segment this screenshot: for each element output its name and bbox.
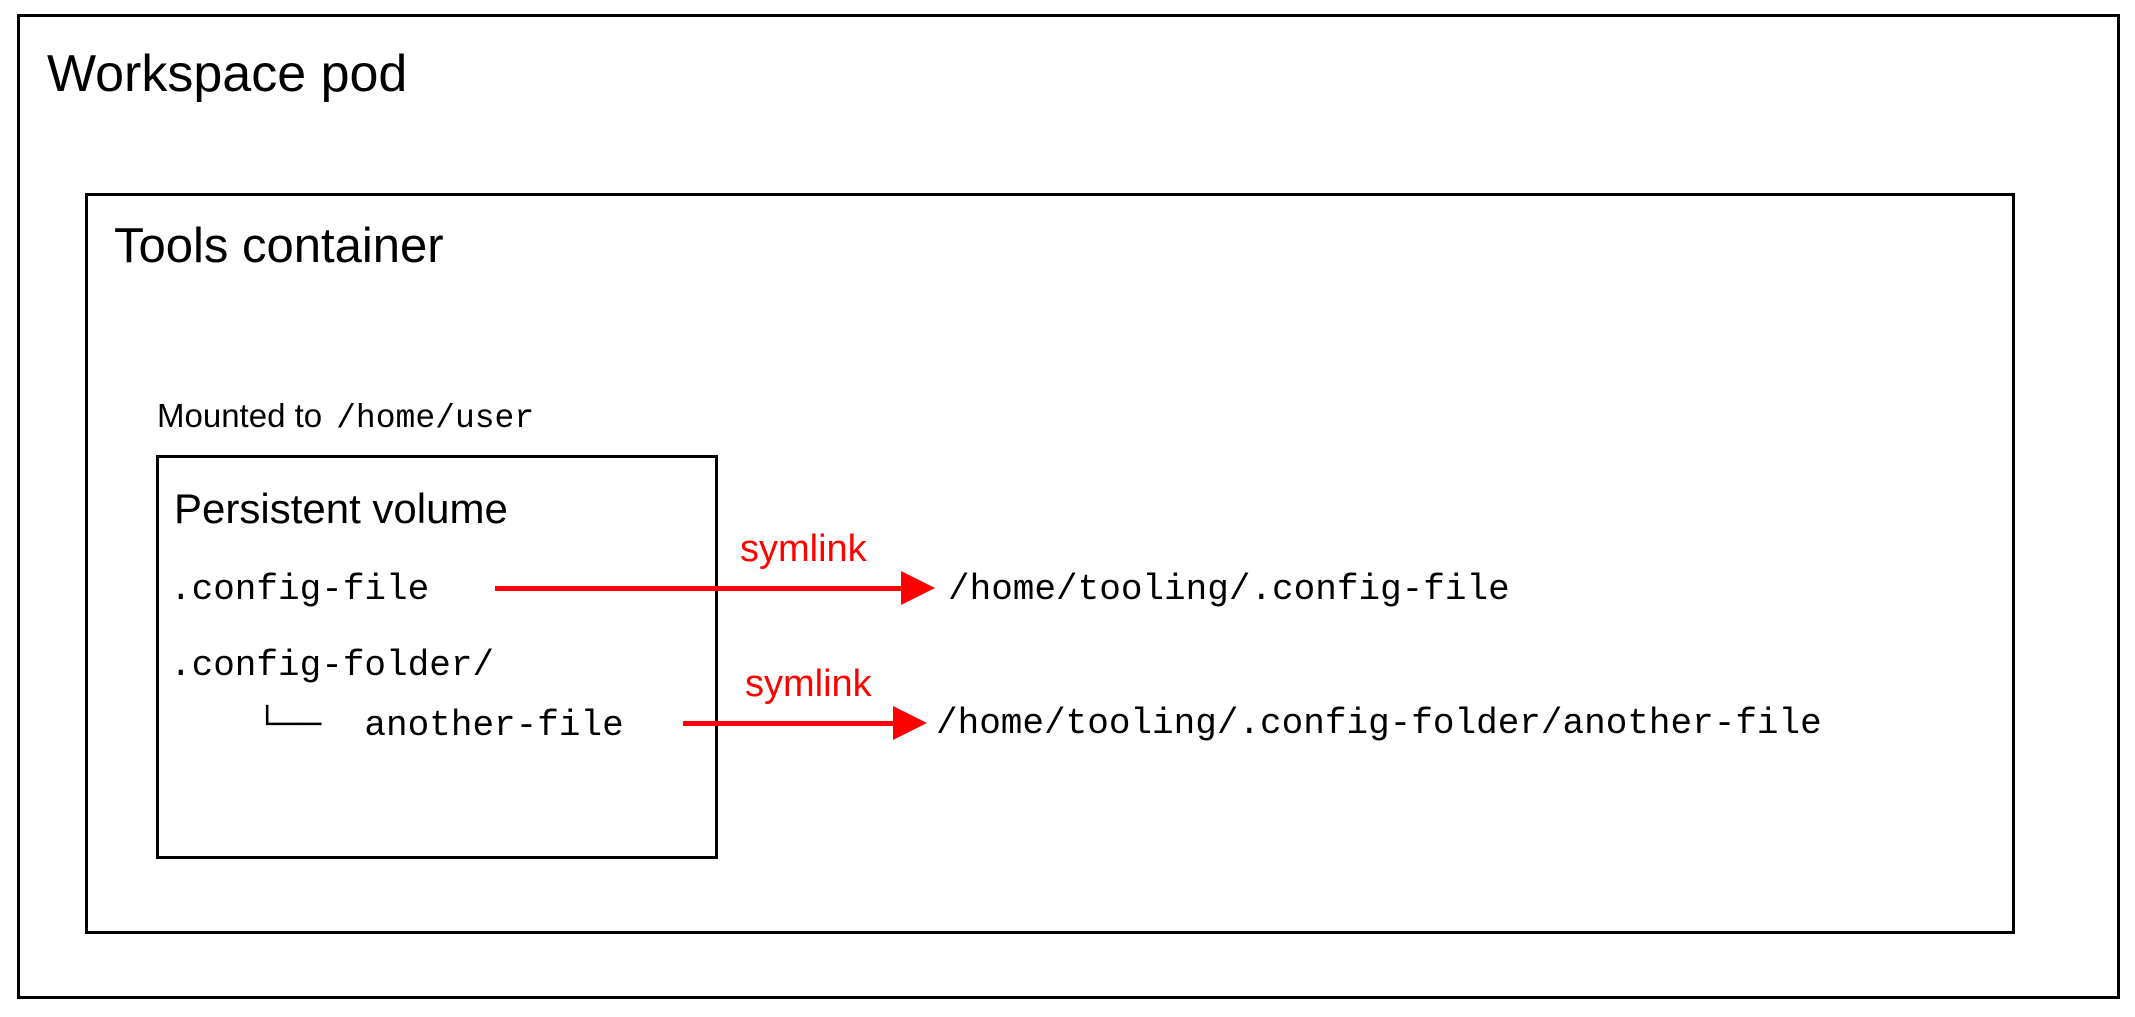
symlink-label-2: symlink — [745, 663, 872, 705]
tools-container-title: Tools container — [114, 219, 444, 273]
symlink-arrow-line-1 — [495, 586, 903, 591]
persistent-volume-box — [156, 455, 718, 859]
persistent-volume-title: Persistent volume — [174, 485, 508, 532]
symlink-arrow-head-2 — [893, 706, 927, 740]
symlink-arrow-line-2 — [683, 721, 895, 726]
mount-label-prefix: Mounted to — [157, 397, 323, 434]
mount-label: Mounted to/home/user — [157, 399, 534, 435]
volume-entry-config-folder: .config-folder/ — [170, 645, 495, 686]
symlink-arrow-head-1 — [901, 571, 935, 605]
workspace-pod-box — [17, 14, 2120, 999]
volume-entry-config-file: .config-file — [170, 569, 430, 610]
symlink-target-2: /home/tooling/.config-folder/another-fil… — [936, 703, 1822, 744]
tools-container-box — [85, 193, 2015, 934]
symlink-label-1: symlink — [740, 528, 867, 570]
workspace-pod-title: Workspace pod — [47, 45, 408, 103]
mount-path: /home/user — [336, 400, 535, 437]
volume-entry-another-file: └── another-file — [170, 705, 624, 746]
symlink-target-1: /home/tooling/.config-file — [948, 569, 1510, 610]
